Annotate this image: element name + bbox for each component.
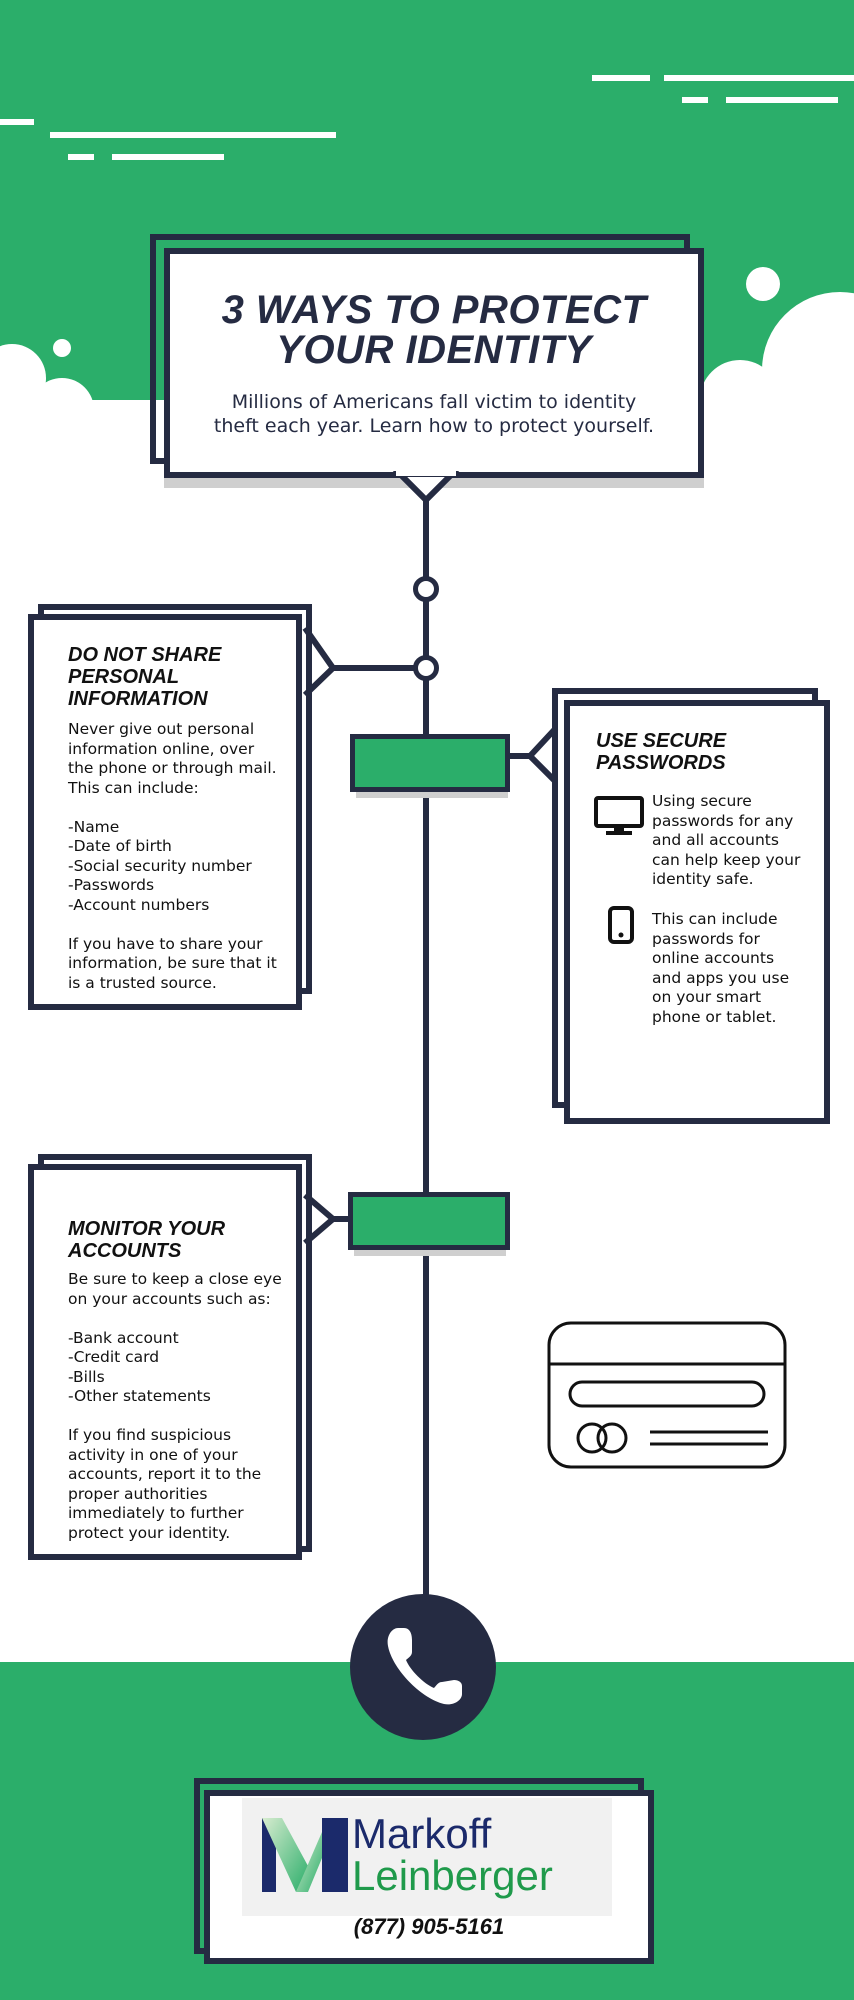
timeline-connectors	[302, 470, 559, 1246]
card-monitor-accounts: MONITOR YOUR ACCOUNTS Be sure to keep a …	[28, 1164, 302, 1560]
page-title-line2: YOUR IDENTITY	[276, 328, 592, 372]
card-do-not-share: DO NOT SHARE PERSONAL INFORMATION Never …	[28, 614, 302, 1010]
card-item-text: Using secure passwords for any and all a…	[652, 792, 801, 888]
page-subtitle-line1: Millions of Americans fall victim to ide…	[231, 391, 637, 413]
logo-text-line1: Markoff	[352, 1810, 492, 1857]
logo-mark-icon	[262, 1818, 348, 1892]
decorative-dash	[592, 75, 650, 81]
decorative-dash	[112, 154, 224, 160]
decorative-dash	[664, 75, 854, 81]
credit-card-icon	[546, 1320, 788, 1475]
smartphone-icon	[608, 906, 634, 949]
phone-icon	[380, 1622, 470, 1717]
card-heading: MONITOR YOUR ACCOUNTS	[68, 1218, 226, 1262]
page-title-line1: 3 WAYS TO PROTECT	[221, 288, 647, 332]
logo-text-line2: Leinberger	[352, 1852, 553, 1899]
tag-shadow	[354, 1248, 506, 1256]
company-logo[interactable]: Markoff Leinberger	[242, 1798, 612, 1916]
decorative-dash	[726, 97, 838, 103]
page-subtitle-line2: theft each year. Learn how to protect yo…	[213, 415, 655, 437]
timeline-node	[413, 655, 439, 681]
card-heading: DO NOT SHARE PERSONAL INFORMATION	[68, 644, 222, 710]
decorative-dash	[682, 97, 708, 103]
decorative-dash	[50, 132, 336, 138]
phone-circle[interactable]	[350, 1594, 496, 1740]
header-card: 3 WAYS TO PROTECT YOUR IDENTITY Millions…	[164, 248, 704, 478]
decorative-dash	[0, 119, 34, 125]
phone-number[interactable]: (877) 905-5161	[353, 1914, 505, 1939]
timeline-line	[423, 498, 429, 1608]
tag-shadow	[356, 790, 508, 798]
decorative-dash	[68, 154, 94, 160]
timeline-tag	[348, 1192, 510, 1250]
timeline-tag	[350, 734, 510, 792]
card-body: Never give out personal information onli…	[68, 720, 277, 992]
timeline-node	[413, 576, 439, 602]
card-body: Be sure to keep a close eye on your acco…	[68, 1270, 282, 1542]
monitor-icon	[594, 796, 644, 841]
card-heading: USE SECURE PASSWORDS	[596, 730, 727, 774]
card-item-text: This can include passwords for online ac…	[652, 910, 790, 1026]
card-secure-passwords: USE SECURE PASSWORDS Using secure passwo…	[564, 700, 830, 1124]
